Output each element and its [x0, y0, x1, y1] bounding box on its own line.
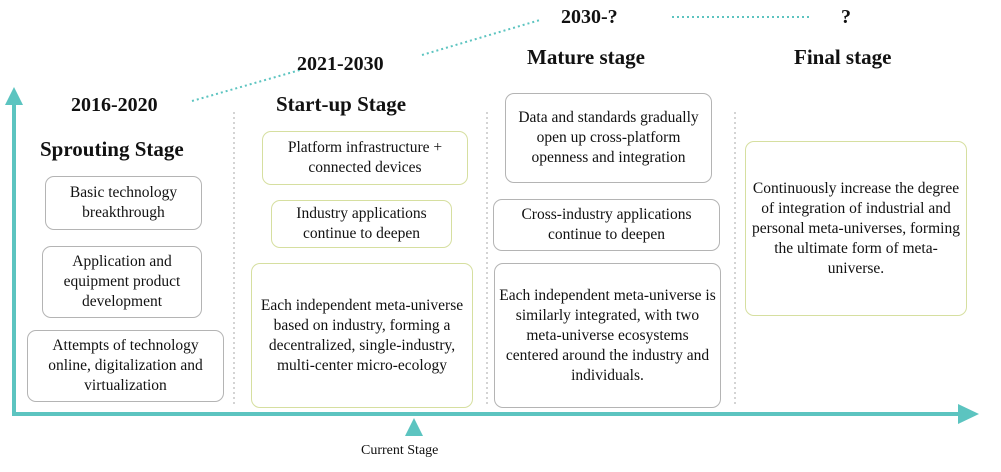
- current-stage-label: Current Stage: [361, 443, 439, 458]
- stage-item-box: Cross-industry applications continue to …: [493, 199, 720, 251]
- stage-title: Final stage: [794, 45, 892, 69]
- period-label: ?: [841, 6, 851, 28]
- period-label: 2030-?: [561, 6, 618, 28]
- period-connector: [191, 69, 301, 102]
- x-axis-arrowhead: [958, 404, 979, 424]
- stage-item-box: Application and equipment product develo…: [42, 246, 202, 318]
- stage-item-box: Each independent meta-universe is simila…: [494, 263, 721, 408]
- stage-item-box: Continuously increase the degree of inte…: [745, 141, 967, 316]
- period-label: 2021-2030: [297, 53, 384, 75]
- stage-item-box: Data and standards gradually open up cro…: [505, 93, 712, 183]
- stage-title: Start-up Stage: [276, 92, 407, 116]
- stage-item-box: Basic technology breakthrough: [45, 176, 202, 230]
- stage-item-box: Industry applications continue to deepen: [271, 200, 452, 248]
- stage-item-box: Attempts of technology online, digitaliz…: [27, 330, 224, 402]
- period-label: 2016-2020: [71, 94, 158, 116]
- current-stage-marker: [405, 418, 423, 436]
- stage-title: Sprouting Stage: [40, 137, 184, 161]
- period-connector: [421, 19, 541, 56]
- stage-item-box: Each independent meta-universe based on …: [251, 263, 473, 408]
- y-axis-arrowhead: [5, 87, 23, 105]
- stage-item-box: Platform infrastructure + connected devi…: [262, 131, 468, 185]
- stage-title: Mature stage: [527, 45, 645, 69]
